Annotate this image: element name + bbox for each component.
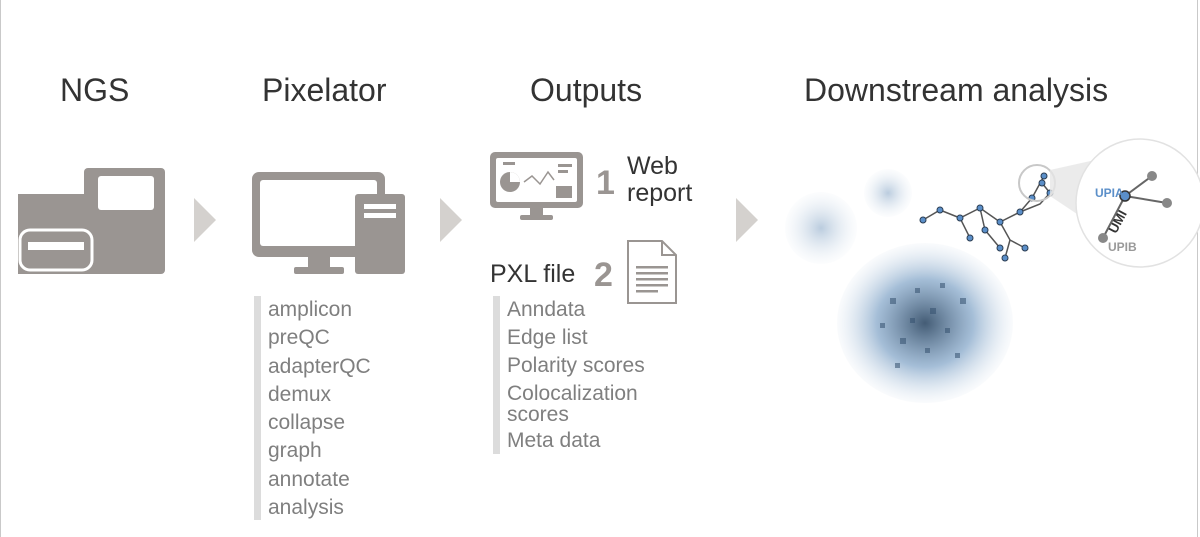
pxl-content-item: Edge list: [507, 326, 588, 349]
sequencer-icon: [18, 168, 165, 274]
heading-downstream-analysis: Downstream analysis: [804, 72, 1109, 108]
cell-graphs-illustration: UPIA UMI UPIB: [785, 138, 1200, 403]
large-cell-graph: [837, 243, 1013, 403]
zoom-inset-circle: [1075, 138, 1200, 268]
pixelator-step: analysis: [268, 496, 344, 520]
zoom-circle: [1018, 164, 1056, 202]
small-cell-graph: [864, 169, 912, 217]
pixelator-step: annotate: [268, 467, 350, 491]
inset-label-upia: UPIA: [1095, 186, 1124, 200]
pixelator-steps-list: amplicon preQC adapterQC demux collapse …: [254, 296, 371, 520]
heading-ngs: NGS: [60, 72, 130, 108]
pixelator-step: adapterQC: [268, 354, 371, 378]
pixelator-step: preQC: [268, 326, 330, 350]
arrow-pixelator-to-outputs: [440, 198, 462, 242]
pxl-content-item: Anndata: [507, 298, 586, 321]
web-report-number: 1: [596, 164, 615, 202]
small-cell-graph: [785, 192, 857, 264]
pxl-content-item: Polarity scores: [507, 354, 645, 377]
pixelator-step: amplicon: [268, 298, 353, 321]
pxl-content-item: Meta data: [507, 429, 601, 452]
pixelator-step: collapse: [268, 411, 346, 435]
heading-outputs: Outputs: [530, 72, 643, 108]
pixelator-step: graph: [268, 439, 322, 463]
pxl-content-item: Colocalization scores: [507, 382, 638, 426]
pxl-file-number: 2: [594, 256, 613, 294]
pixelator-step: demux: [268, 382, 332, 406]
pxl-file-contents-list: Anndata Edge list Polarity scores Coloca…: [493, 296, 657, 454]
inset-label-upib: UPIB: [1108, 240, 1137, 254]
arrow-outputs-to-downstream: [736, 198, 758, 242]
web-report-label-line1: Web: [627, 152, 678, 180]
web-report-monitor-icon: [490, 152, 583, 220]
large-cell-texture: [880, 283, 966, 368]
pxl-file-label: PXL file: [490, 260, 576, 288]
heading-pixelator: Pixelator: [262, 72, 387, 108]
web-report-label-line2: report: [627, 179, 693, 207]
computer-icon: [252, 172, 405, 274]
document-icon: [627, 240, 677, 304]
arrow-ngs-to-pixelator: [194, 198, 216, 242]
